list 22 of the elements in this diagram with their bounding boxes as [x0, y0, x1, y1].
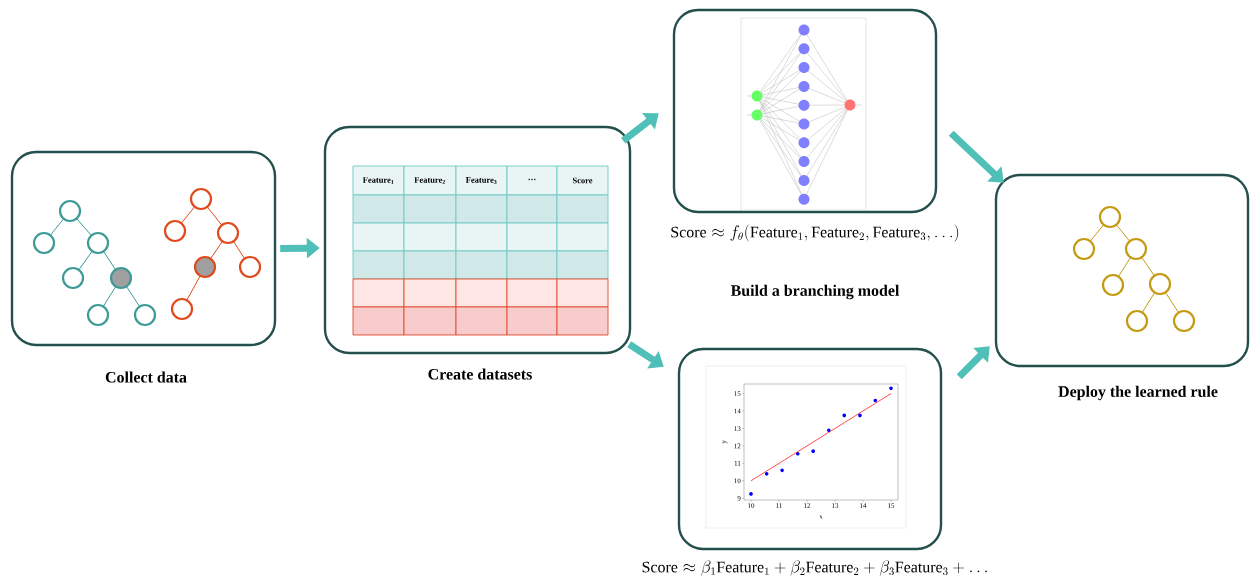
- line-series: [750, 393, 892, 482]
- block-arrow: [948, 130, 1004, 183]
- formula: $\mathrm{Score} \approx \beta_{1}\mathrm{Feature}_{1} + \beta_{2}\mathrm{Feature}_{2} + \beta_{3}\mathrm{Feature}_{3} + \ldots$: [642, 560, 987, 576]
- table-cell: Feature$_{1}$: [352, 165, 405, 196]
- table-cell: ···: [506, 165, 558, 196]
- table-cell: Score: [556, 165, 609, 196]
- step-caption: Deploy the learned rule: [1058, 385, 1218, 401]
- point: [764, 472, 769, 476]
- point: [811, 449, 815, 453]
- point: [842, 413, 847, 418]
- formula: $\mathrm{Score} \approx f_{\theta}(\mathrm{Feature}_{1}, \mathrm{Feature}_{2}, \mathrm{Feature}_{3}, \ldots)$: [671, 224, 959, 242]
- step-caption: Create datasets: [428, 368, 532, 380]
- point: [749, 492, 753, 496]
- block-arrow: [627, 341, 664, 369]
- block-arrow: [621, 112, 659, 144]
- step-caption: Collect data: [105, 371, 187, 383]
- section-heading: Build a branching model: [730, 284, 900, 300]
- point: [780, 468, 784, 473]
- point: [873, 398, 878, 403]
- table-cell: Feature$_{2}$: [403, 165, 457, 196]
- table-cell: Feature$_{3}$: [455, 165, 508, 196]
- block-arrow: [956, 346, 990, 380]
